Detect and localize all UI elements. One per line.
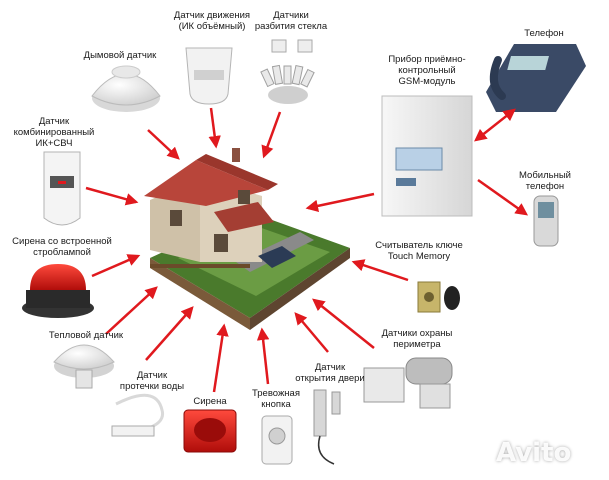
motion-sensor-icon	[185, 47, 233, 105]
arrow-perimeter	[312, 298, 375, 349]
panic-button-icon	[261, 415, 293, 465]
arrow-phone	[474, 108, 516, 142]
label-door-sensor: Датчик открытия двери	[295, 362, 365, 384]
arrow-strobe	[91, 254, 141, 278]
label-panel: Прибор приёмно- контрольный GSM-модуль	[388, 54, 466, 87]
arrow-group	[85, 107, 529, 393]
water-leak-sensor-icon	[111, 393, 165, 437]
strobe-siren-icon	[22, 264, 94, 318]
mobile-phone-icon	[533, 195, 559, 247]
arrow-combined	[85, 186, 139, 206]
arrow-mobile	[477, 178, 529, 216]
arrow-panel	[305, 192, 375, 213]
glass-break-sensor-icon	[260, 39, 315, 104]
label-siren-strobe: Сирена со встроенной строблампой	[12, 236, 112, 258]
avito-watermark: Avito	[496, 438, 606, 474]
siren-icon	[183, 409, 237, 453]
arrow-panic	[256, 327, 270, 385]
heat-detector-icon	[53, 344, 115, 389]
arrow-leak	[145, 306, 194, 361]
arrow-reader	[351, 259, 409, 282]
label-heat: Тепловой датчик	[48, 330, 124, 341]
label-perimeter: Датчики охраны периметра	[381, 328, 453, 350]
arrow-door	[294, 312, 329, 353]
arrow-motion	[208, 107, 221, 149]
touch-memory-reader-icon	[417, 281, 460, 313]
label-water-leak: Датчик протечки воды	[119, 370, 185, 392]
label-motion-sensor: Датчик движения (ИК объёмный)	[173, 10, 251, 32]
label-siren: Сирена	[193, 396, 227, 407]
label-glass-break: Датчики разбития стекла	[254, 10, 328, 32]
arrow-smoke	[147, 129, 180, 160]
label-phone: Телефон	[524, 28, 564, 39]
arrow-siren	[212, 323, 229, 393]
door-sensor-icon	[313, 389, 341, 465]
label-smoke: Дымовой датчик	[83, 50, 157, 61]
label-combined: Датчик комбинированный ИК+СВЧ	[13, 116, 95, 149]
control-panel-icon	[381, 95, 473, 217]
arrow-glass	[261, 111, 282, 159]
label-panic-button: Тревожная кнопка	[252, 388, 300, 410]
perimeter-sensor-icon	[363, 357, 453, 409]
label-mobile: Мобильный телефон	[519, 170, 571, 192]
arrow-heat	[105, 286, 158, 335]
label-touch-memory: Считыватель ключе Touch Memory	[375, 240, 463, 262]
combined-sensor-icon	[43, 151, 81, 226]
house-icon	[144, 148, 350, 330]
watermark-text: Avito	[496, 438, 572, 468]
desk-phone-icon	[486, 44, 586, 112]
smoke-detector-icon	[91, 65, 161, 112]
